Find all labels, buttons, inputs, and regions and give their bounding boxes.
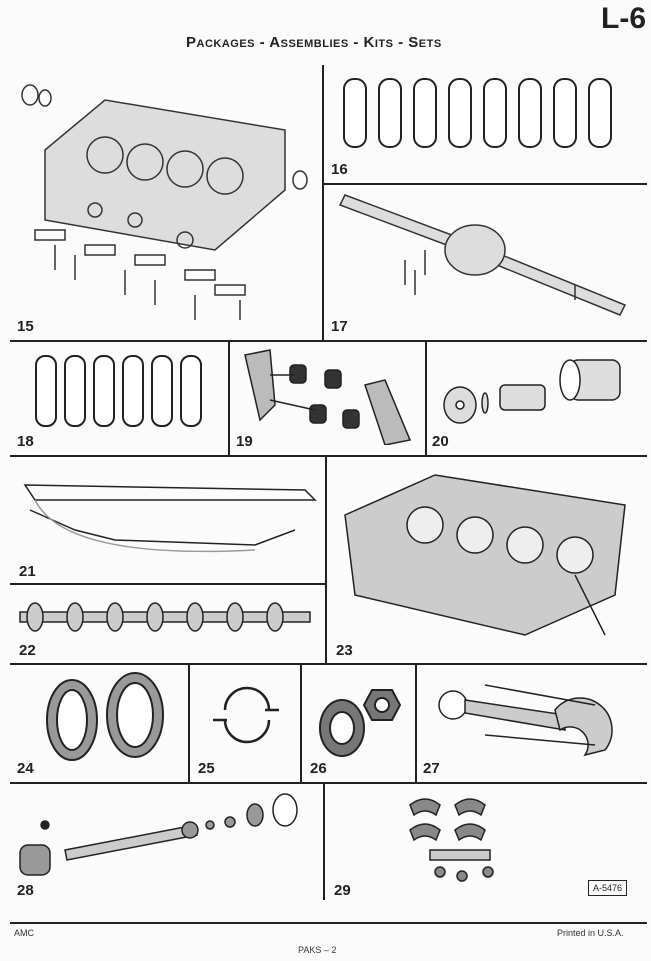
divider	[325, 455, 327, 663]
panel-number: 24	[17, 760, 34, 777]
divider	[228, 340, 230, 455]
starter-drive-illustration	[443, 359, 621, 424]
links-illustration	[244, 349, 412, 445]
camshaft-illustration	[19, 602, 311, 632]
divider	[10, 583, 325, 585]
panel-number: 18	[17, 433, 34, 450]
pins-18-illustration	[35, 355, 202, 427]
divider	[323, 782, 325, 900]
panel-number: 17	[331, 318, 348, 335]
panel-number: 22	[19, 642, 36, 659]
shaft-assembly-illustration	[19, 793, 298, 876]
bearing-set-illustration	[409, 798, 494, 882]
footer-rule	[10, 922, 647, 924]
divider	[10, 782, 647, 784]
divider	[10, 340, 647, 342]
panel-number: 16	[331, 161, 348, 178]
panel-number: 25	[198, 760, 215, 777]
connecting-rod-illustration	[438, 684, 613, 757]
divider	[10, 455, 647, 457]
footer-left: AMC	[14, 928, 34, 938]
panel-number: 21	[19, 563, 36, 580]
divider	[300, 663, 302, 782]
divider	[322, 183, 647, 185]
panel-number: 26	[310, 760, 327, 777]
page-id: L-6	[601, 2, 646, 35]
panel-number: 27	[423, 760, 440, 777]
divider	[10, 663, 647, 665]
bearing-nut-illustration	[319, 689, 402, 757]
engine-block-illustration	[21, 84, 308, 320]
footer-center: PAKS – 2	[298, 945, 337, 955]
panel-number: 28	[17, 882, 34, 899]
panel-number: 19	[236, 433, 253, 450]
divider	[425, 340, 427, 455]
panel-number: 20	[432, 433, 449, 450]
panel-number: 29	[334, 882, 351, 899]
panel-number: 15	[17, 318, 34, 335]
rings-illustration	[46, 672, 164, 761]
page-title: Packages - Assemblies - Kits - Sets	[186, 34, 442, 51]
footer-right: Printed in U.S.A.	[557, 928, 624, 938]
drawing-code: A-5476	[588, 880, 628, 896]
panel-number: 23	[336, 642, 353, 659]
pins-16-illustration	[343, 78, 612, 148]
clamp-illustration	[213, 686, 279, 744]
divider	[415, 663, 417, 782]
oil-pan-gasket-illustration	[23, 484, 317, 553]
divider	[188, 663, 190, 782]
axle-housing-illustration	[338, 194, 627, 316]
short-block-illustration	[344, 474, 626, 636]
divider	[322, 65, 324, 340]
